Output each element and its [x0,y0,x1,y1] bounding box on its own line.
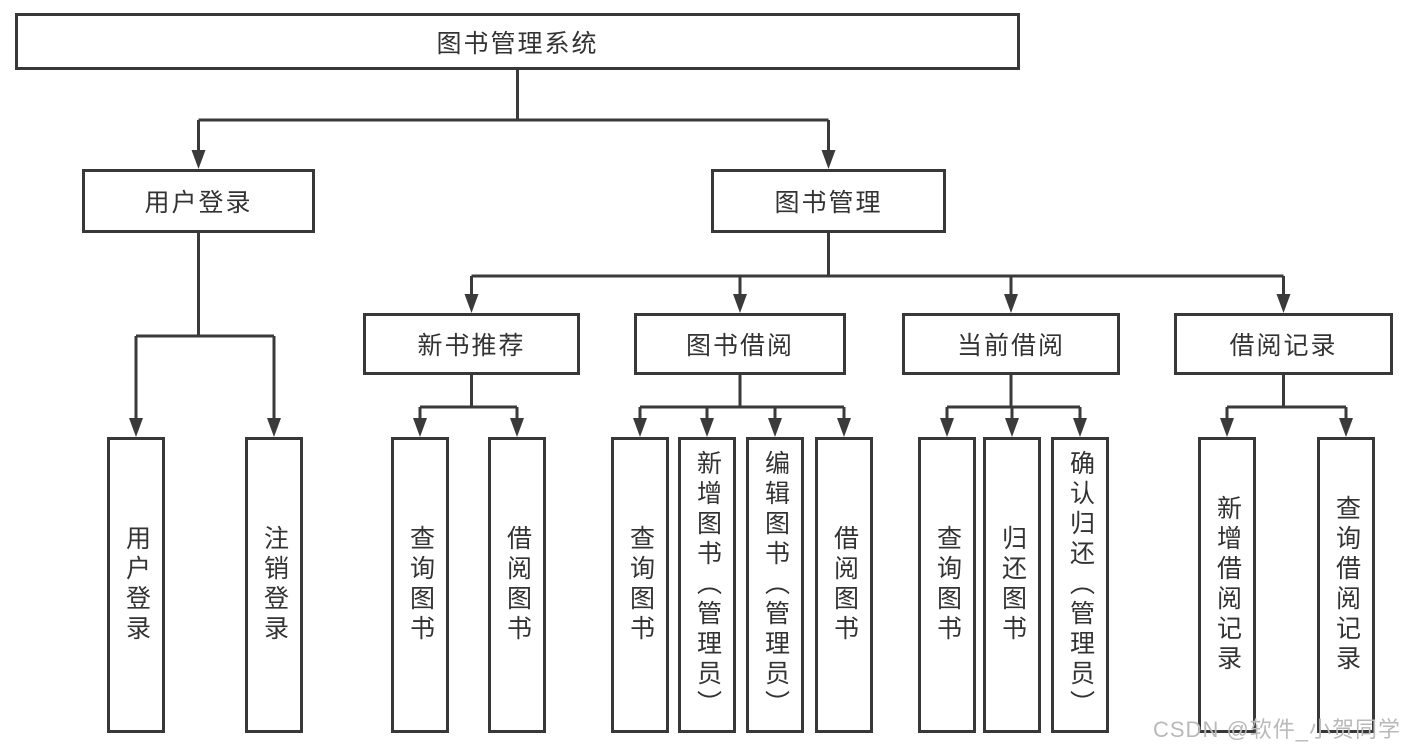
leaf-borrow-books: 借阅图书 [815,437,873,733]
leaf-user-login: 用户登录 [107,437,165,733]
node-root: 图书管理系统 [15,13,1020,70]
leaf-borrow-books-recommend: 借阅图书 [488,437,546,733]
leaf-query-books-current: 查询图书 [918,437,976,733]
leaf-query-books-recommend: 查询图书 [391,437,449,733]
node-borrow-records: 借阅记录 [1174,313,1393,375]
leaf-confirm-return-admin: 确认归还（管理员） [1051,437,1109,733]
node-book-borrow: 图书借阅 [634,313,846,375]
leaf-edit-book-admin: 编辑图书（管理员） [746,437,804,733]
node-current-borrow: 当前借阅 [902,313,1120,375]
node-book-management: 图书管理 [711,169,946,233]
csdn-watermark: CSDN @软件_小贺同学 [1153,717,1402,742]
leaf-query-borrow-record: 查询借阅记录 [1317,437,1375,733]
leaf-add-book-admin: 新增图书（管理员） [678,437,736,733]
leaf-add-borrow-record: 新增借阅记录 [1198,437,1256,733]
leaf-query-books-borrow: 查询图书 [611,437,669,733]
leaf-logout: 注销登录 [245,437,303,733]
node-user-login: 用户登录 [82,169,315,233]
leaf-return-books: 归还图书 [983,437,1041,733]
node-new-book-recommend: 新书推荐 [363,313,580,375]
